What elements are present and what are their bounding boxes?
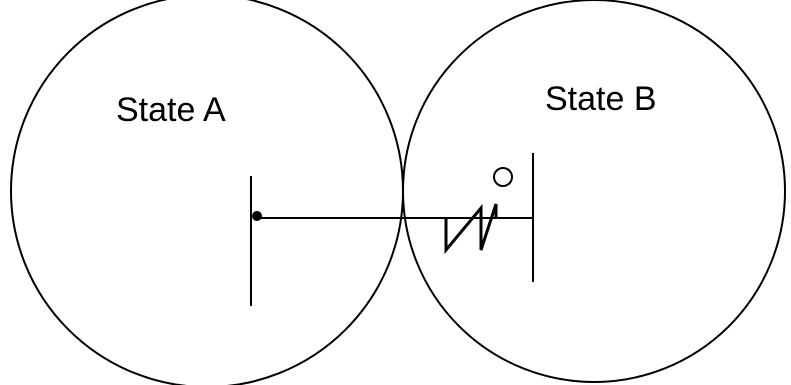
pivot-dot <box>252 211 262 221</box>
state-b-circle <box>402 0 786 383</box>
state-b-label: State B <box>545 80 657 118</box>
state-a-label: State A <box>116 91 226 129</box>
small-open-circle <box>493 167 513 187</box>
state-a-circle <box>10 0 404 385</box>
zigzag-spring <box>444 203 498 255</box>
